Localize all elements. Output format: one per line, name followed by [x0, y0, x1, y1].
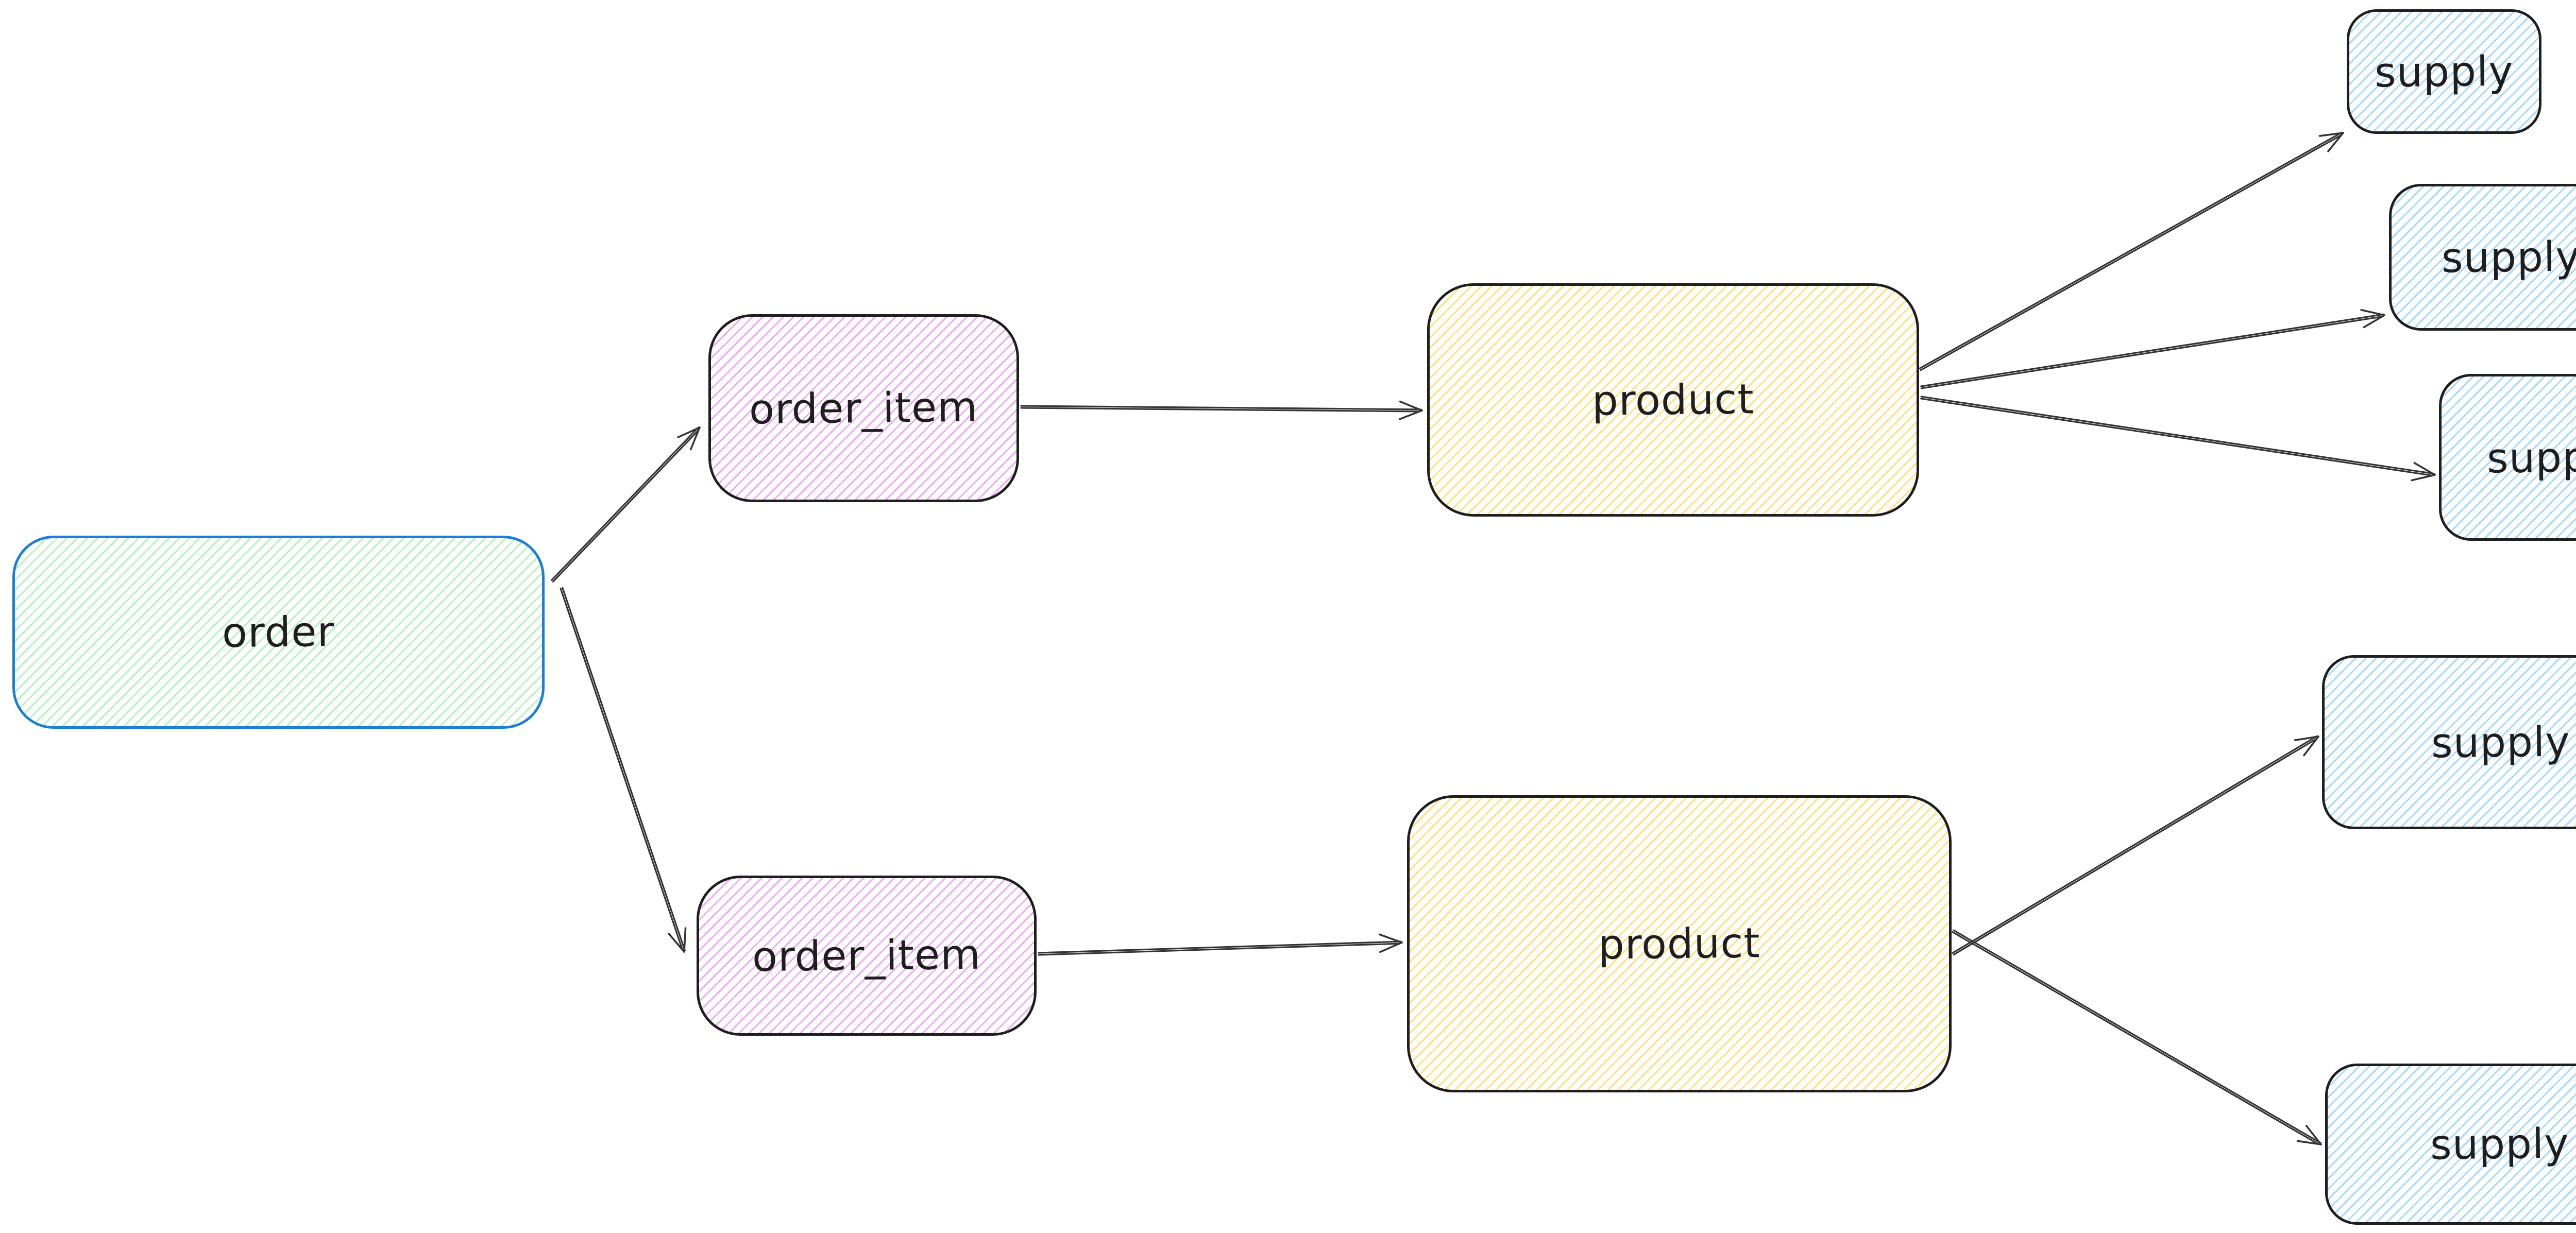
- arrow-product-top-to-supply-3[interactable]: [1920, 396, 2436, 482]
- node-order-item-bottom[interactable]: order_item: [697, 876, 1037, 1036]
- arrow-product-top-to-supply-2[interactable]: [1920, 309, 2385, 389]
- node-label-product-top: product: [1591, 375, 1755, 425]
- arrow-product-bottom-to-supply-5[interactable]: [1952, 929, 2322, 1145]
- node-label-order: order: [222, 607, 335, 657]
- node-label-supply-4: supply: [2431, 717, 2570, 767]
- node-order[interactable]: order: [12, 536, 545, 729]
- arrow-order-item-top-to-product-top[interactable]: [1020, 400, 1423, 420]
- node-supply-2[interactable]: supply: [2389, 184, 2576, 331]
- arrow-order-item-bottom-to-product-bottom[interactable]: [1038, 933, 1403, 956]
- node-label-order-item-bottom: order_item: [752, 930, 981, 981]
- node-label-supply-3: supply: [2486, 433, 2576, 482]
- arrow-order-to-order-item-top[interactable]: [550, 426, 701, 583]
- node-supply-4[interactable]: supply: [2322, 655, 2576, 829]
- node-supply-1[interactable]: supply: [2347, 9, 2541, 134]
- node-product-bottom[interactable]: product: [1407, 795, 1952, 1092]
- arrow-product-bottom-to-supply-4[interactable]: [1952, 735, 2319, 956]
- arrow-product-top-to-supply-1[interactable]: [1919, 131, 2344, 371]
- arrow-order-to-order-item-bottom[interactable]: [560, 587, 687, 953]
- node-label-supply-1: supply: [2374, 47, 2514, 96]
- node-supply-3[interactable]: supply: [2439, 374, 2576, 541]
- node-supply-5[interactable]: supply: [2325, 1064, 2576, 1225]
- node-order-item-top[interactable]: order_item: [708, 314, 1019, 502]
- node-label-supply-5: supply: [2430, 1119, 2569, 1169]
- node-label-product-bottom: product: [1598, 919, 1761, 969]
- node-label-supply-2: supply: [2441, 232, 2576, 282]
- node-label-order-item-top: order_item: [749, 383, 979, 434]
- node-product-top[interactable]: product: [1427, 283, 1919, 517]
